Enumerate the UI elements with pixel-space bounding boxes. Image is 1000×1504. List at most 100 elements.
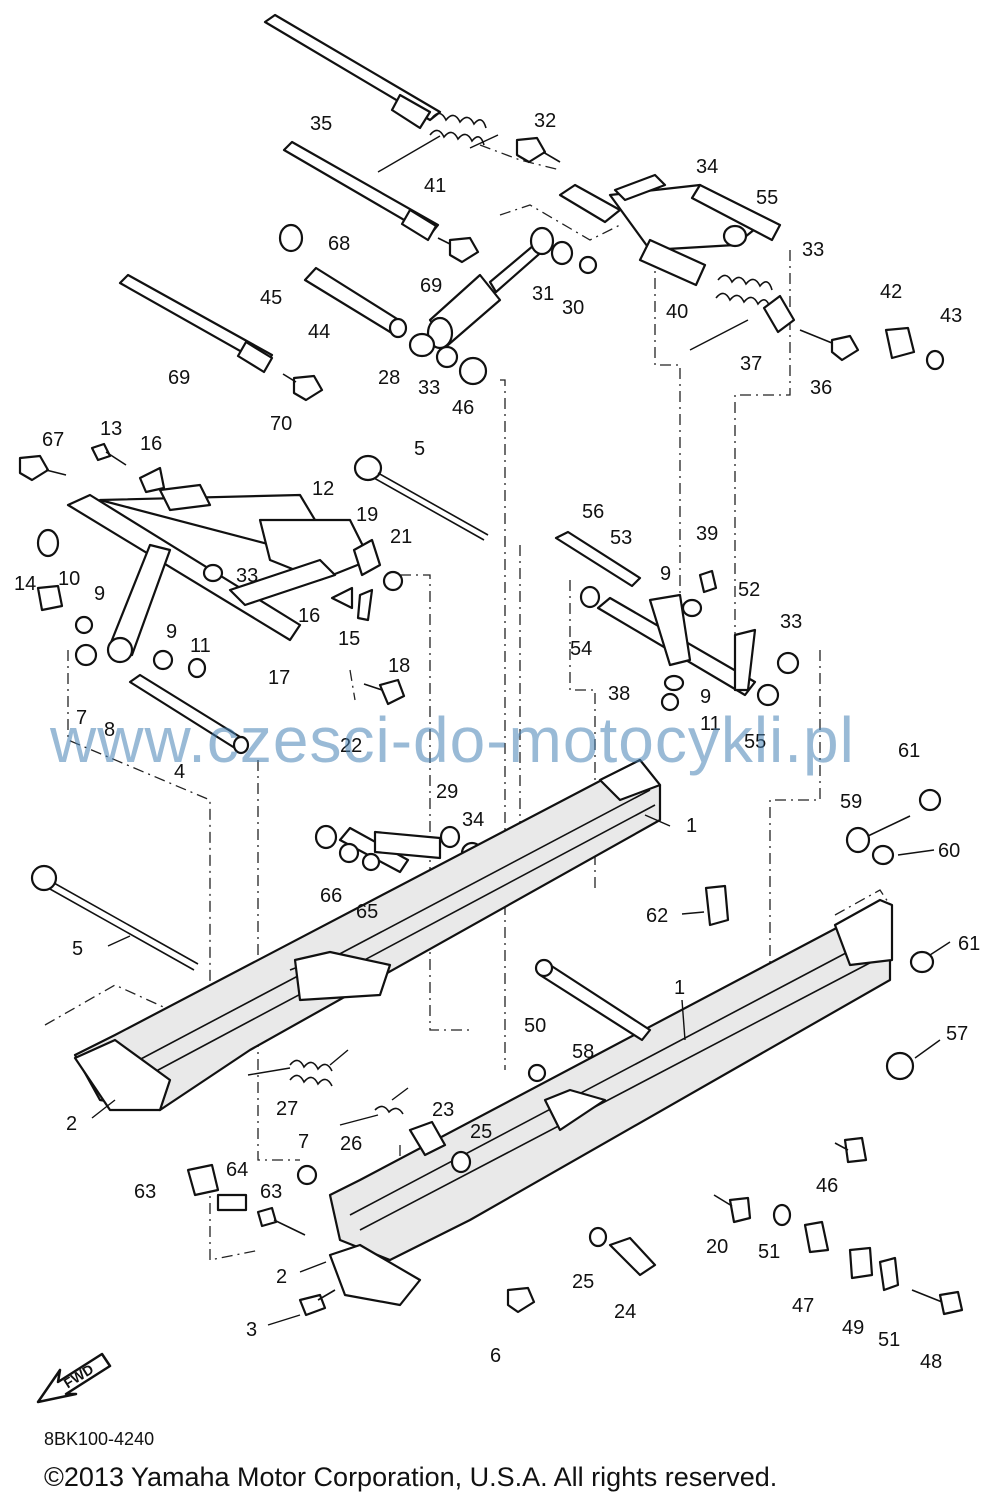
upper-shafts xyxy=(118,13,499,402)
callout-47: 46 xyxy=(816,1175,838,1197)
callout-33: 33 xyxy=(802,239,824,261)
callout-46: 45 xyxy=(260,287,282,309)
callout-46: 46 xyxy=(452,397,474,419)
callout-67: 66 xyxy=(320,885,342,907)
callout-60: 59 xyxy=(840,791,862,813)
callout-36: 35 xyxy=(310,113,332,135)
callout-29: 29 xyxy=(436,781,458,803)
callout-69: 68 xyxy=(328,233,350,255)
callout-70: 70 xyxy=(270,413,292,435)
callout-34: 34 xyxy=(462,809,484,831)
fwd-arrow-icon: FWD xyxy=(36,1352,112,1404)
callout-48: 47 xyxy=(792,1295,814,1317)
callout-65: 64 xyxy=(226,1159,248,1181)
callout-49: 48 xyxy=(920,1351,942,1373)
callout-11: 11 xyxy=(190,635,211,657)
callout-28: 28 xyxy=(378,367,400,389)
lower-left-hardware xyxy=(186,1087,657,1317)
callout-16: 16 xyxy=(140,433,162,455)
callout-13: 13 xyxy=(100,418,122,440)
callout-18: 18 xyxy=(388,655,410,677)
callout-41: 40 xyxy=(666,301,688,323)
callout-32: 32 xyxy=(534,110,556,132)
right-slide-rail xyxy=(328,898,894,1307)
callout-19: 19 xyxy=(356,504,378,526)
callout-14: 14 xyxy=(14,573,36,595)
callout-53: 52 xyxy=(738,579,760,601)
callout-40: 39 xyxy=(696,523,718,545)
callout-33: 33 xyxy=(236,565,258,587)
callout-1: 1 xyxy=(686,815,697,837)
callout-25: 25 xyxy=(470,1121,492,1143)
callout-70: 69 xyxy=(420,275,442,297)
reference-code: 8BK100-4240 xyxy=(44,1429,155,1449)
callout-8: 8 xyxy=(104,719,115,741)
callout-9: 9 xyxy=(166,621,177,643)
rear-lower-arm xyxy=(554,530,800,712)
callout-11: 11 xyxy=(700,713,721,735)
callout-20: 20 xyxy=(706,1236,728,1258)
callout-62: 61 xyxy=(898,740,920,762)
callout-31: 31 xyxy=(532,283,554,305)
callout-23: 23 xyxy=(432,1099,454,1121)
callout-10: 10 xyxy=(58,568,80,590)
callout-51: 51 xyxy=(758,1241,780,1263)
callout-38: 37 xyxy=(740,353,762,375)
callout-68: 67 xyxy=(42,429,64,451)
callout-52: 51 xyxy=(878,1329,900,1351)
callout-4: 4 xyxy=(174,761,185,783)
callout-7: 7 xyxy=(298,1131,309,1153)
shock-absorber xyxy=(408,136,598,386)
left-slide-rail xyxy=(73,758,662,1112)
callout-24: 24 xyxy=(614,1301,636,1323)
callout-34: 33 xyxy=(418,377,440,399)
callout-21: 21 xyxy=(390,526,412,548)
lower-hardware xyxy=(527,788,964,1316)
callout-25: 25 xyxy=(572,1271,594,1293)
callout-63: 62 xyxy=(646,905,668,927)
callout-45: 44 xyxy=(308,321,330,343)
callout-35: 34 xyxy=(696,156,718,178)
callout-55: 54 xyxy=(570,638,592,660)
callout-9: 9 xyxy=(660,563,671,585)
callout-2: 2 xyxy=(276,1266,287,1288)
callout-37: 36 xyxy=(810,377,832,399)
callout-57: 56 xyxy=(582,501,604,523)
callout-69: 69 xyxy=(168,367,190,389)
assembly-dashed-lines xyxy=(44,144,891,1261)
callout-42: 41 xyxy=(424,175,446,197)
callout-leaders xyxy=(91,814,951,1326)
callout-26: 26 xyxy=(340,1133,362,1155)
callout-16: 16 xyxy=(298,605,320,627)
callout-2: 2 xyxy=(66,1113,77,1135)
callout-5: 5 xyxy=(414,438,425,460)
callout-5: 5 xyxy=(72,938,83,960)
callout-58: 57 xyxy=(946,1023,968,1045)
callout-22: 22 xyxy=(340,735,362,757)
callout-30: 30 xyxy=(562,297,584,319)
callout-12: 12 xyxy=(312,478,334,500)
long-bolts xyxy=(30,454,489,971)
callout-7: 7 xyxy=(76,707,87,729)
callout-6: 6 xyxy=(490,1345,501,1367)
callout-33: 33 xyxy=(780,611,802,633)
callout-63: 63 xyxy=(134,1181,156,1203)
callout-17: 17 xyxy=(268,667,290,689)
callout-56: 55 xyxy=(756,187,778,209)
callout-9: 9 xyxy=(94,583,105,605)
callout-50: 49 xyxy=(842,1317,864,1339)
callout-39: 38 xyxy=(608,683,630,705)
rear-arm-35 xyxy=(558,173,945,371)
callout-44: 43 xyxy=(940,305,962,327)
copyright-notice: ©2013 Yamaha Motor Corporation, U.S.A. A… xyxy=(44,1462,778,1492)
callout-61: 61 xyxy=(958,933,980,955)
callout-3: 3 xyxy=(246,1319,257,1341)
front-arm-assembly xyxy=(18,442,406,755)
callout-61: 60 xyxy=(938,840,960,862)
callout-66: 65 xyxy=(356,901,378,923)
callout-labels: 1 1 2 2 3 4 5 5 6 7 7 8 9 9 9 9 10 11 11… xyxy=(14,110,980,1373)
callout-51: 50 xyxy=(524,1015,546,1037)
watermark-text: www.czesci-do-motocykli.pl xyxy=(50,704,855,776)
callout-9: 9 xyxy=(700,686,711,708)
